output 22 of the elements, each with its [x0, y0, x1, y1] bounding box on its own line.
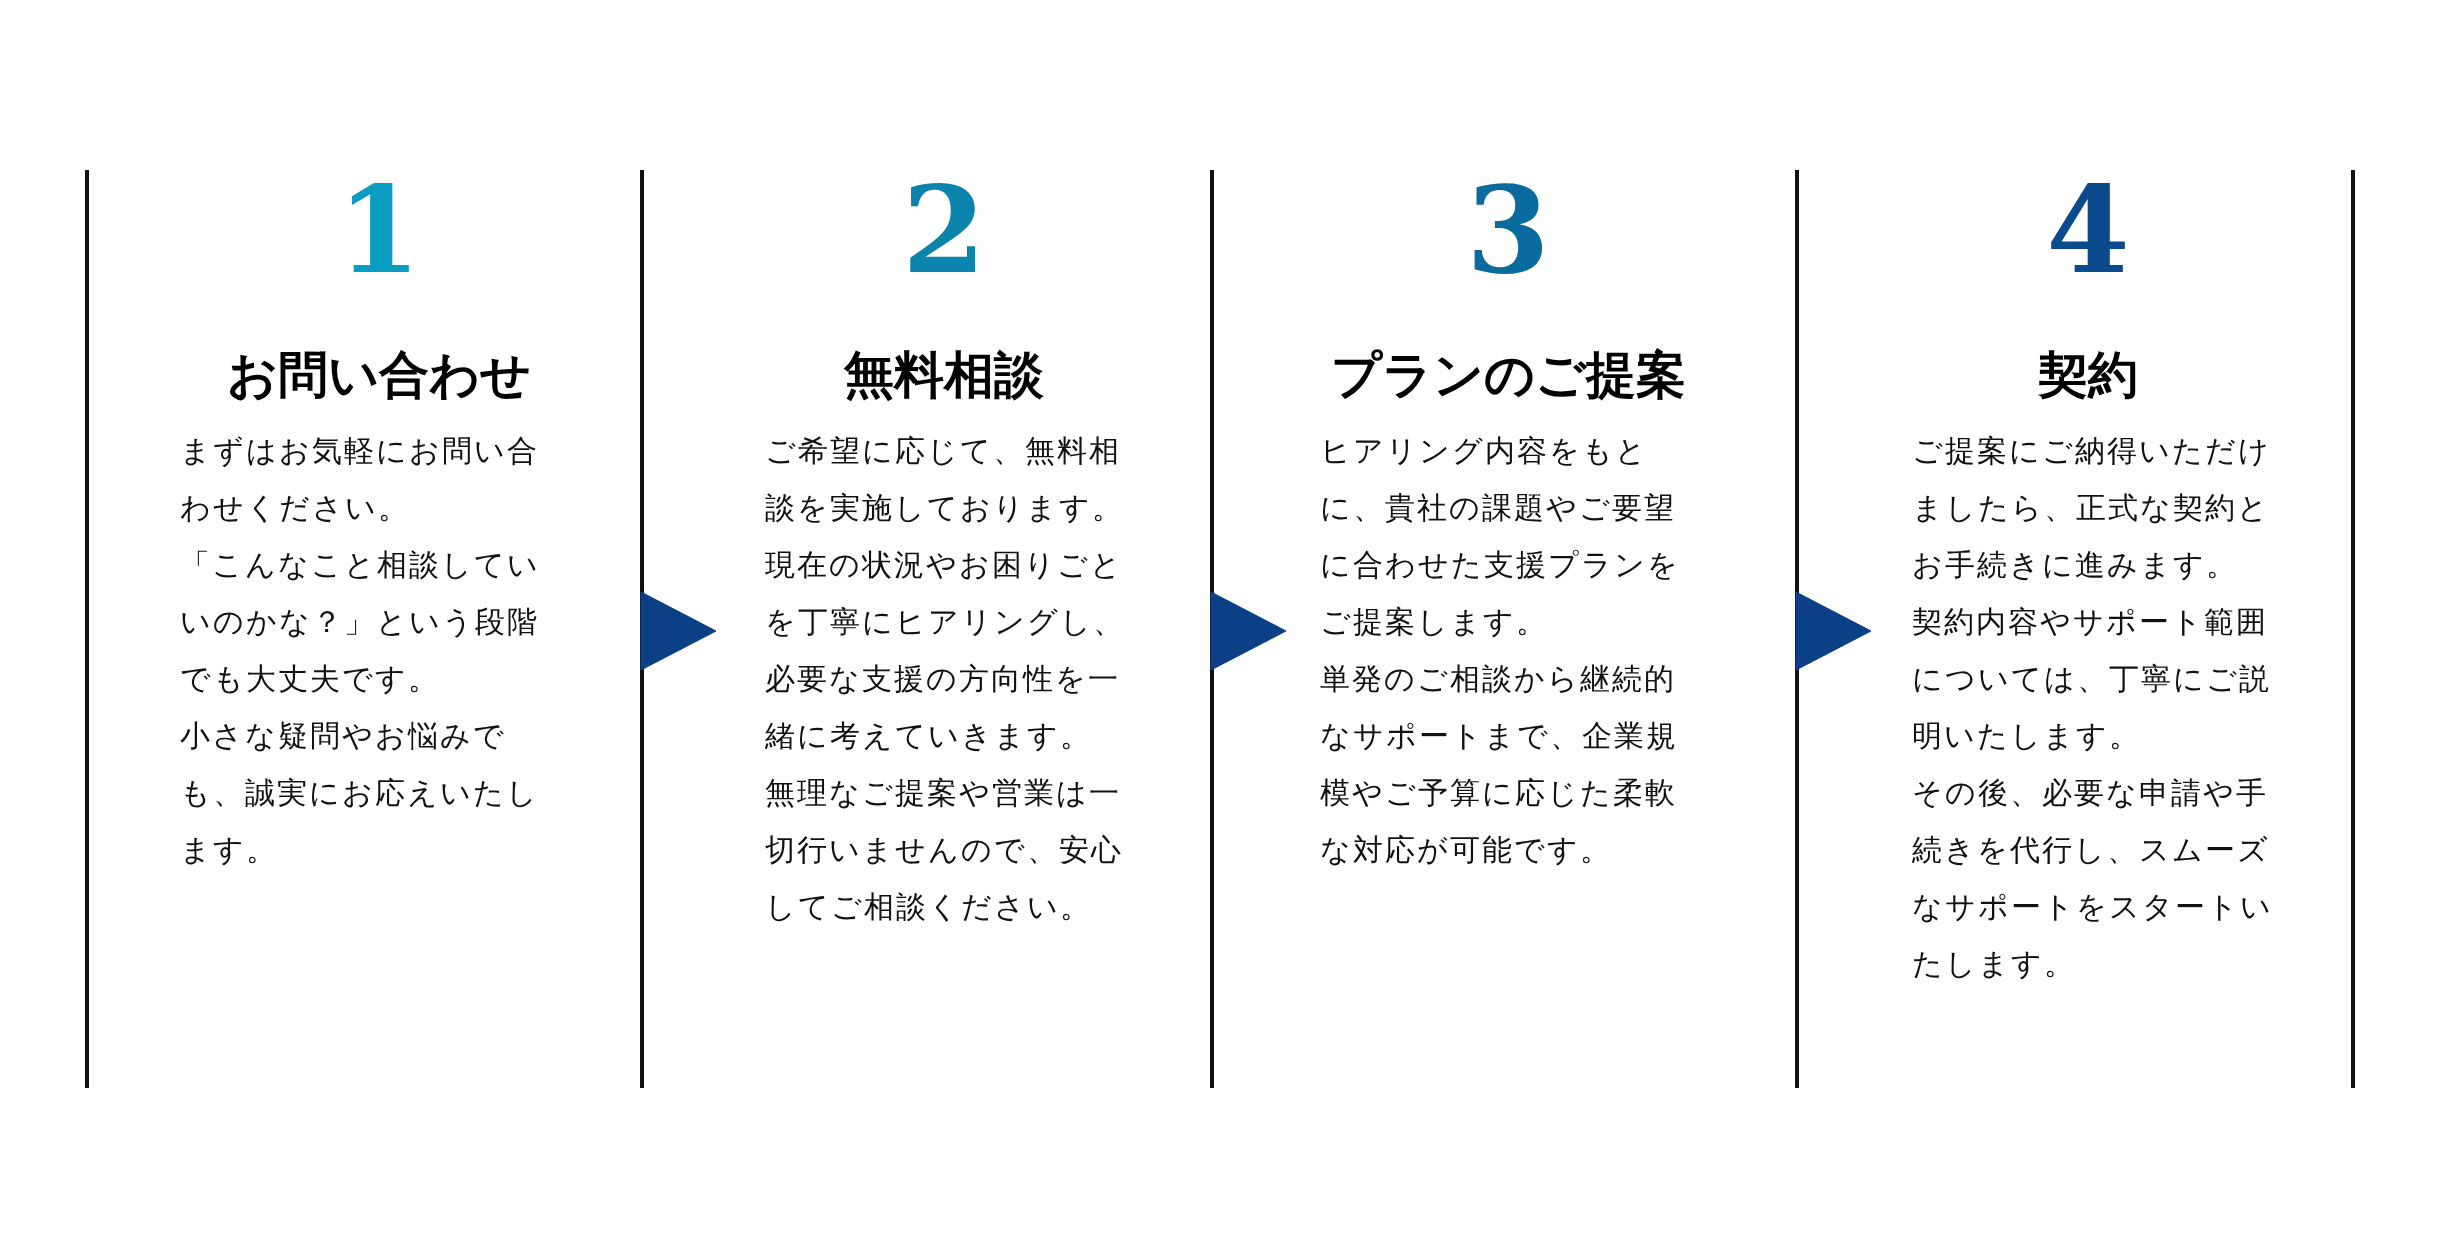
body-text: ヒアリング内容をもとに、貴社の課題やご要望に合わせた支援プランをご提案します。: [1320, 432, 1681, 641]
body-text: 単発のご相談から継続的なサポートまで、企業規模やご予算に応じた柔軟な対応が可能です。: [1320, 660, 1679, 869]
body-text: 「こんなこと相談していいのかな？」という段階でも大丈夫です。: [180, 546, 541, 698]
body-text: 契約内容やサポート範囲については、丁寧にご説明いたします。: [1912, 603, 2272, 755]
body-text: ご希望に応じて、無料相談を実施しております。: [765, 432, 1125, 527]
body-text: その後、必要な申請や手続きを代行し、スムーズなサポートをスタートいたします。: [1912, 774, 2274, 983]
arrow: [640, 591, 717, 671]
body-text: 無理なご提案や営業は一切行いませんので、安心してご相談ください。: [765, 774, 1124, 926]
step-title: 契約: [2037, 344, 2139, 406]
body-text: 小さな疑問やお悩みでも、誠実にお応えいたします。: [180, 717, 540, 869]
arrow: [1795, 591, 1872, 671]
step-number: 4: [2045, 160, 2131, 300]
arrow: [1210, 591, 1287, 671]
body-text: ご提案にご納得いただけましたら、正式な契約とお手続きに進みます。: [1912, 432, 2272, 584]
step-title: 無料相談: [843, 344, 1045, 406]
body-text: 現在の状況やお困りごとを丁寧にヒアリングし、必要な支援の方向性を一緒に考えていきます。: [765, 546, 1126, 755]
step-number: 3: [1465, 160, 1551, 300]
step-title: お問い合わせ: [226, 344, 532, 406]
body-text: まずはお気軽にお問い合わせください。: [180, 432, 540, 527]
step-title: プランのご提案: [1329, 344, 1687, 406]
step-number: 2: [901, 160, 987, 300]
step-number: 1: [336, 160, 422, 300]
